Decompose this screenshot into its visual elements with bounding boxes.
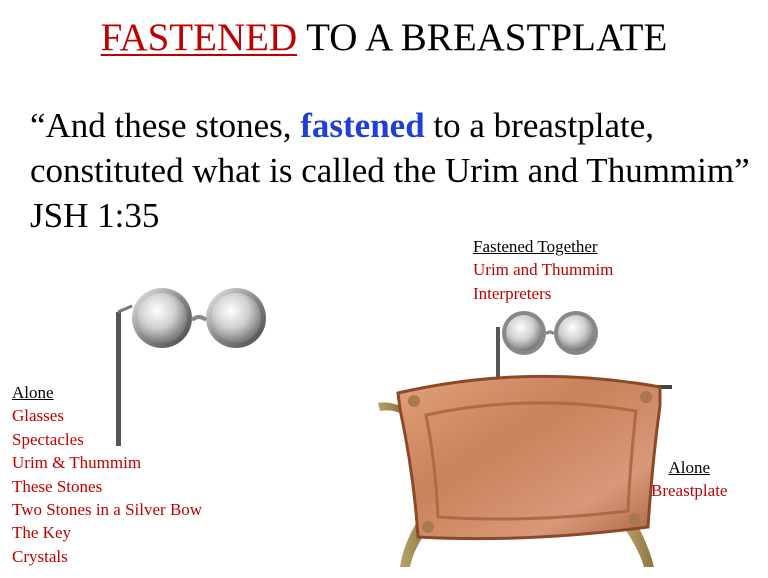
spectacles-rod: [116, 312, 121, 446]
left-list-heading: Alone: [12, 383, 54, 402]
list-item: Interpreters: [473, 283, 552, 303]
top-list-heading: Fastened Together: [473, 237, 598, 256]
left-list: Alone Glasses Spectacles Urim & Thummim …: [12, 381, 202, 568]
list-item: The Key: [12, 523, 72, 543]
list-item: Spectacles: [12, 429, 84, 449]
quote-highlight: fastened: [300, 106, 425, 145]
list-item: Urim & Thummim: [12, 453, 142, 473]
spectacles-illustration-left: [116, 288, 266, 446]
quote-part1: “And these stones,: [30, 106, 301, 145]
breastplate-shape: [396, 374, 662, 541]
title-rest: TO A BREASTPLATE: [297, 16, 668, 59]
list-item: These Stones: [12, 476, 103, 496]
title-highlight: FASTENED: [100, 16, 298, 59]
scripture-quote: “And these stones, fastened to a breastp…: [30, 103, 750, 238]
right-list: Alone Breastplate: [651, 456, 727, 503]
breastplate-illustration: [378, 311, 672, 567]
top-list: Fastened Together Urim and Thummim Inter…: [473, 235, 613, 305]
list-item: Urim and Thummim: [473, 260, 614, 280]
list-item: Breastplate: [651, 481, 728, 501]
slide-title: FASTENED TO A BREASTPLATE: [0, 14, 768, 62]
list-item: Glasses: [12, 406, 64, 426]
list-item: Two Stones in a Silver Bow: [12, 500, 203, 520]
list-item: Crystals: [12, 546, 68, 566]
right-list-heading: Alone: [668, 458, 710, 477]
quote-part2: to a breastplate, constituted what is ca…: [30, 106, 750, 235]
